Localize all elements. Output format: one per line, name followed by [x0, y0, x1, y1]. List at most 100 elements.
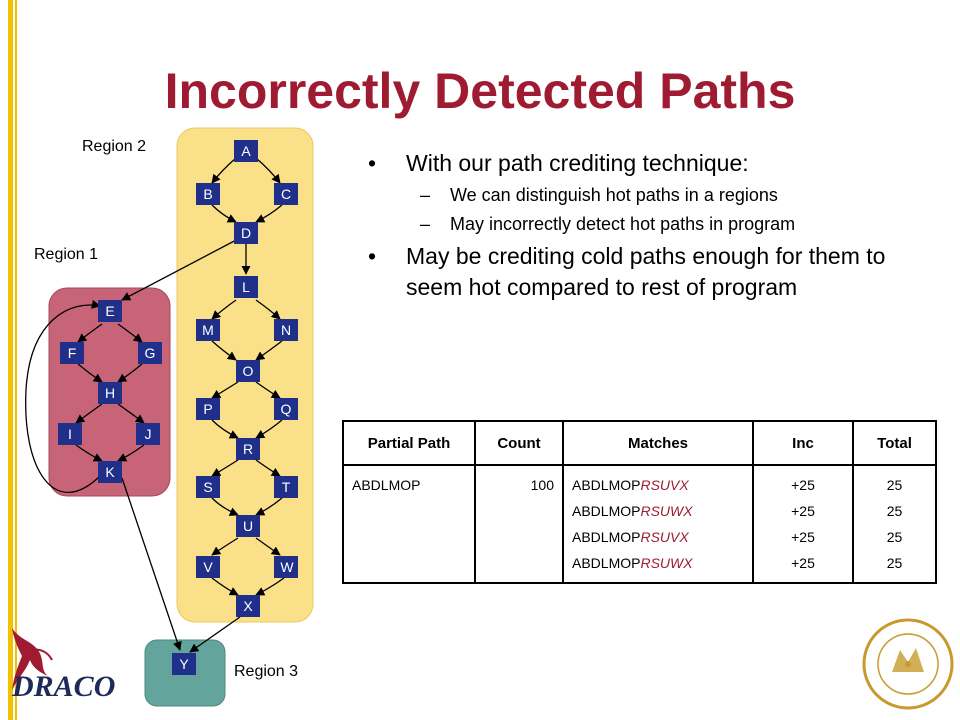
svg-text:Q: Q	[281, 401, 292, 417]
path-table: Partial Path Count Matches Inc Total ABD…	[342, 420, 937, 584]
svg-text:M: M	[202, 322, 214, 338]
inc-value: +25	[791, 555, 815, 571]
cell-count: 100	[474, 464, 564, 584]
inc-value: +25	[791, 529, 815, 545]
inc-value: +25	[791, 503, 815, 519]
svg-text:L: L	[242, 279, 250, 295]
match-suffix: RSUWX	[640, 503, 693, 519]
node-N: N	[274, 319, 298, 341]
match-prefix: ABDLMOP	[572, 529, 641, 545]
node-O: O	[236, 360, 260, 382]
match-prefix: ABDLMOP	[572, 477, 641, 493]
header-total: Total	[852, 420, 937, 466]
university-seal-icon	[862, 618, 954, 710]
header-inc: Inc	[752, 420, 854, 466]
match-prefix: ABDLMOP	[572, 503, 641, 519]
node-H: H	[98, 382, 122, 404]
svg-text:F: F	[68, 345, 77, 361]
region-3-label: Region 3	[234, 663, 299, 680]
node-L: L	[234, 276, 258, 298]
region-2-label: Region 2	[82, 138, 147, 155]
node-B: B	[196, 183, 220, 205]
node-Q: Q	[274, 398, 298, 420]
svg-text:X: X	[243, 598, 253, 614]
bullet-2: • May be crediting cold paths enough for…	[368, 241, 908, 303]
node-F: F	[60, 342, 84, 364]
svg-text:V: V	[203, 559, 213, 575]
node-W: W	[274, 556, 298, 578]
svg-text:B: B	[203, 186, 212, 202]
draco-logo-text: DRACO	[12, 670, 116, 703]
dash-icon: –	[420, 214, 431, 234]
dash-icon: –	[420, 185, 431, 205]
slide-title: Incorrectly Detected Paths	[164, 63, 796, 119]
match-prefix: ABDLMOP	[572, 555, 641, 571]
table-header-row: Partial Path Count Matches Inc Total	[342, 420, 937, 466]
header-count: Count	[474, 420, 564, 466]
cell-total: 25 25 25 25	[852, 464, 937, 584]
node-D: D	[234, 222, 258, 244]
node-E: E	[98, 300, 122, 322]
svg-text:E: E	[105, 303, 114, 319]
node-U: U	[236, 515, 260, 537]
svg-text:T: T	[282, 479, 291, 495]
bullet-list: • With our path crediting technique: – W…	[368, 148, 908, 307]
svg-text:O: O	[243, 363, 254, 379]
inc-value: +25	[791, 477, 815, 493]
svg-text:I: I	[68, 426, 72, 442]
region-1-label: Region 1	[34, 246, 99, 263]
accent-bar	[8, 0, 13, 720]
svg-text:W: W	[280, 559, 294, 575]
svg-text:A: A	[241, 143, 251, 159]
svg-text:N: N	[281, 322, 291, 338]
sub-bullet-1-text: We can distinguish hot paths in a region…	[450, 185, 778, 205]
header-partial-path: Partial Path	[342, 420, 476, 466]
match-suffix: RSUVX	[640, 529, 689, 545]
bullet-1-text: With our path crediting technique:	[406, 150, 749, 176]
total-value: 25	[886, 529, 903, 545]
node-J: J	[136, 423, 160, 445]
match-suffix: RSUWX	[640, 555, 693, 571]
svg-text:K: K	[105, 464, 115, 480]
cell-matches: ABDLMOPRSUVX ABDLMOPRSUWX ABDLMOPRSUVX A…	[562, 464, 754, 584]
svg-text:D: D	[241, 225, 251, 241]
node-K: K	[98, 461, 122, 483]
svg-text:S: S	[203, 479, 212, 495]
bullet-1: • With our path crediting technique:	[368, 148, 908, 179]
svg-text:J: J	[145, 426, 152, 442]
match-line: ABDLMOPRSUWX	[572, 498, 744, 524]
svg-text:G: G	[145, 345, 156, 361]
sub-bullet-2-text: May incorrectly detect hot paths in prog…	[450, 214, 796, 234]
svg-text:P: P	[203, 401, 212, 417]
svg-text:H: H	[105, 385, 115, 401]
svg-text:Y: Y	[179, 656, 189, 672]
table-row: ABDLMOP 100 ABDLMOPRSUVX ABDLMOPRSUWX AB…	[342, 464, 937, 584]
total-value: 25	[886, 477, 903, 493]
bullet-dot-icon: •	[368, 150, 377, 176]
accent-bar-thin	[15, 0, 17, 720]
node-P: P	[196, 398, 220, 420]
total-value: 25	[886, 555, 903, 571]
node-I: I	[58, 423, 82, 445]
bullet-dot-icon: •	[368, 243, 377, 269]
node-M: M	[196, 319, 220, 341]
total-value: 25	[886, 503, 903, 519]
cell-inc: +25 +25 +25 +25	[752, 464, 854, 584]
sub-bullet-2: – May incorrectly detect hot paths in pr…	[368, 212, 908, 237]
cell-partial-path: ABDLMOP	[342, 464, 476, 584]
node-C: C	[274, 183, 298, 205]
node-G: G	[138, 342, 162, 364]
bullet-2-text: May be crediting cold paths enough for t…	[406, 243, 886, 300]
sub-bullet-1: – We can distinguish hot paths in a regi…	[368, 183, 908, 208]
match-line: ABDLMOPRSUVX	[572, 472, 744, 498]
node-T: T	[274, 476, 298, 498]
node-X: X	[236, 595, 260, 617]
match-suffix: RSUVX	[640, 477, 689, 493]
node-S: S	[196, 476, 220, 498]
match-line: ABDLMOPRSUVX	[572, 524, 744, 550]
draco-dragon-icon	[12, 628, 53, 690]
svg-text:R: R	[243, 441, 253, 457]
svg-text:U: U	[243, 518, 253, 534]
node-A: A	[234, 140, 258, 162]
